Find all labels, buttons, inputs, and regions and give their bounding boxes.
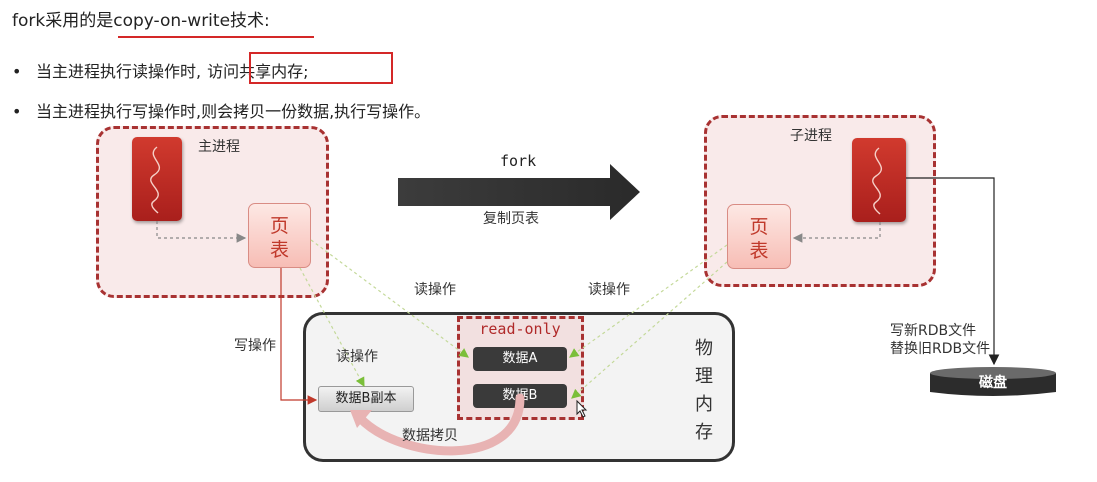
child-read-to-data-a [569,244,728,358]
bullet-read: • 当主进程执行读操作时, 访问共享内存; [12,58,309,82]
memory-label-char: 内 [695,394,713,415]
main-process-icon [132,137,182,221]
child-icon-to-page-table-arrow [792,222,881,243]
process-squiggle-icon [150,146,161,214]
bullet-symbol: • [12,62,22,81]
data-b-copy-block: 数据B副本 [318,386,414,412]
read-only-label: read-only [479,320,561,338]
fork-arrow [398,164,640,220]
data-copy-arrowhead [350,410,372,428]
read-op-left-label: 读操作 [414,282,456,298]
data-copy-label: 数据拷贝 [402,428,458,444]
child-process-icon [852,138,906,222]
child-to-disk-line [906,177,1000,366]
main-process-label: 主进程 [198,139,240,155]
main-page-table: 页 表 [248,203,311,268]
main-read-to-data-b-copy [299,267,365,388]
disk-icon [930,367,1056,396]
bullet-read-text-a: 当主进程执行读操作时, [36,62,202,81]
memory-label-char: 存 [695,422,713,443]
bullet-write: • 当主进程执行写操作时,则会拷贝一份数据,执行写操作。 [12,98,430,122]
main-icon-to-page-table-arrow [156,221,247,243]
child-read-to-data-b [571,261,728,399]
write-new-rdb-label: 写新RDB文件 [890,323,977,339]
cursor-icon [576,399,588,418]
title-underline [118,36,314,38]
title-prefix: fork采用的是 [12,11,114,31]
main-read-to-data-a [310,239,469,358]
bullet-write-text: 当主进程执行写操作时,则会拷贝一份数据,执行写操作。 [36,102,431,121]
read-op-right-label: 读操作 [588,282,630,298]
data-copy-curve [355,393,525,456]
copy-page-table-label: 复制页表 [483,211,539,227]
read-op-inner-label: 读操作 [336,349,378,365]
page-table-char: 页 [269,215,289,237]
disk-label: 磁盘 [979,375,1007,391]
replace-old-rdb-label: 替换旧RDB文件 [890,341,991,357]
child-page-table: 页 表 [727,204,791,269]
page-table-char: 页 [749,216,769,238]
slide-title: fork采用的是copy-on-write技术: [12,6,270,31]
bullet-read-text-b: 访问共享内存; [207,62,309,81]
write-op-label: 写操作 [234,338,276,354]
title-term: copy-on-write技术 [113,11,265,31]
fork-label: fork [500,152,537,170]
data-a-block: 数据A [473,347,567,371]
write-arrow [280,268,318,405]
memory-label-char: 物 [695,338,713,359]
title-suffix: : [264,11,270,31]
process-squiggle-icon [872,147,883,215]
physical-memory-label: 物 理 内 存 [692,335,716,447]
bullet-symbol: • [12,102,22,121]
child-process-label: 子进程 [790,128,832,144]
memory-label-char: 理 [695,366,713,387]
page-table-char: 表 [749,240,769,262]
page-table-char: 表 [269,239,289,261]
highlight-box [249,52,393,84]
